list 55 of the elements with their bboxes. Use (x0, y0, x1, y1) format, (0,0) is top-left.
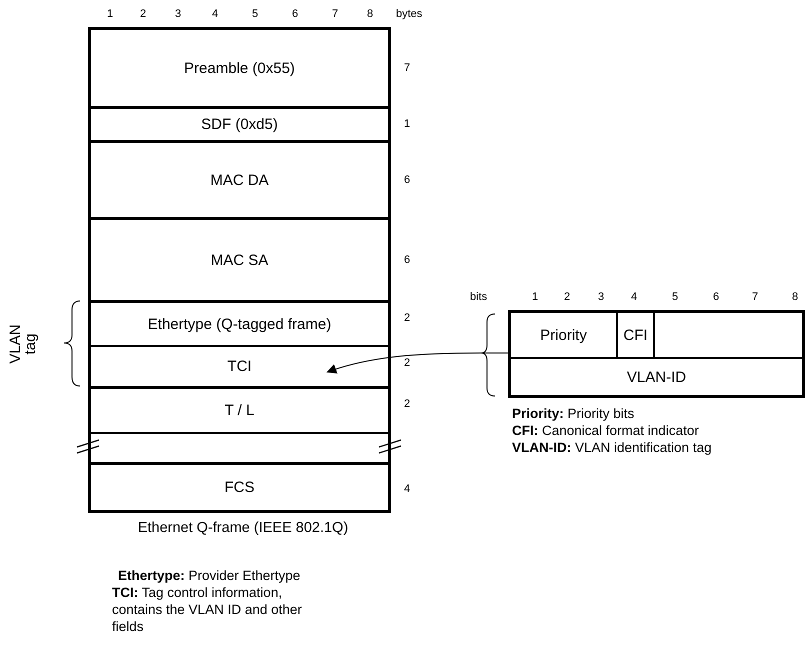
byte-count: 2 (404, 357, 410, 369)
unit-label: bits (470, 291, 488, 303)
byte-count: 6 (404, 174, 410, 186)
vlan-tag-label: VLAN tag (8, 323, 38, 366)
field-box (88, 300, 391, 345)
field-box (88, 345, 391, 386)
field-label: Ethertype (Q-tagged frame) (148, 316, 332, 332)
field-label: MAC DA (210, 172, 269, 188)
byte-number: 1 (107, 8, 114, 20)
definition-note: TCI: Tag control information, contains the VLAN ID and other fields (112, 584, 303, 635)
field-label: TCI (227, 358, 252, 375)
byte-number: 6 (292, 8, 298, 20)
byte-number: 4 (212, 8, 218, 20)
byte-number: 7 (332, 8, 338, 20)
field-box (88, 462, 391, 513)
byte-number: 2 (140, 8, 146, 20)
field-label: Priority (540, 326, 587, 344)
field-label: Preamble (0x55) (184, 60, 295, 76)
byte-count: 6 (404, 254, 410, 266)
field-box (88, 217, 391, 300)
field-label: FCS (224, 479, 254, 496)
tci-structure-box (508, 310, 805, 398)
byte-count: 2 (404, 312, 410, 324)
field-label: CFI (623, 326, 648, 344)
bit-number: 5 (672, 291, 678, 303)
bit-number: 7 (752, 291, 758, 303)
byte-count: 7 (404, 62, 410, 74)
byte-number: 3 (175, 8, 182, 20)
arrow (326, 352, 508, 374)
caption: Ethernet Q-frame (IEEE 802.1Q) (136, 520, 350, 536)
byte-number: 5 (252, 8, 258, 20)
bit-number: 1 (532, 291, 538, 303)
byte-count: 1 (404, 118, 410, 130)
field-box (88, 386, 391, 432)
bit-number: 6 (713, 291, 720, 303)
gap-field-box (88, 432, 391, 462)
definition-note: Ethertype: Provider Ethertype (118, 567, 302, 584)
field-label: VLAN-ID (626, 368, 686, 386)
byte-number: 8 (367, 8, 374, 20)
unit-label: bytes (396, 8, 422, 20)
definition-note: Priority: Priority bits (512, 405, 634, 422)
field-label: SDF (0xd5) (201, 116, 278, 133)
bit-number: 8 (792, 291, 798, 303)
definition-note: VLAN-ID: VLAN identification tag (512, 439, 712, 456)
field-box (88, 140, 391, 217)
field-label: T / L (224, 402, 254, 419)
field-label: MAC SA (210, 252, 268, 268)
bit-number: 3 (598, 291, 604, 303)
bit-number: 4 (631, 291, 638, 303)
bit-number: 2 (564, 291, 570, 303)
field-box (88, 106, 391, 140)
byte-count: 4 (404, 482, 410, 494)
byte-count: 2 (404, 398, 410, 410)
definition-note: CFI: Canonical format indicator (512, 422, 699, 439)
field-box (88, 27, 391, 106)
